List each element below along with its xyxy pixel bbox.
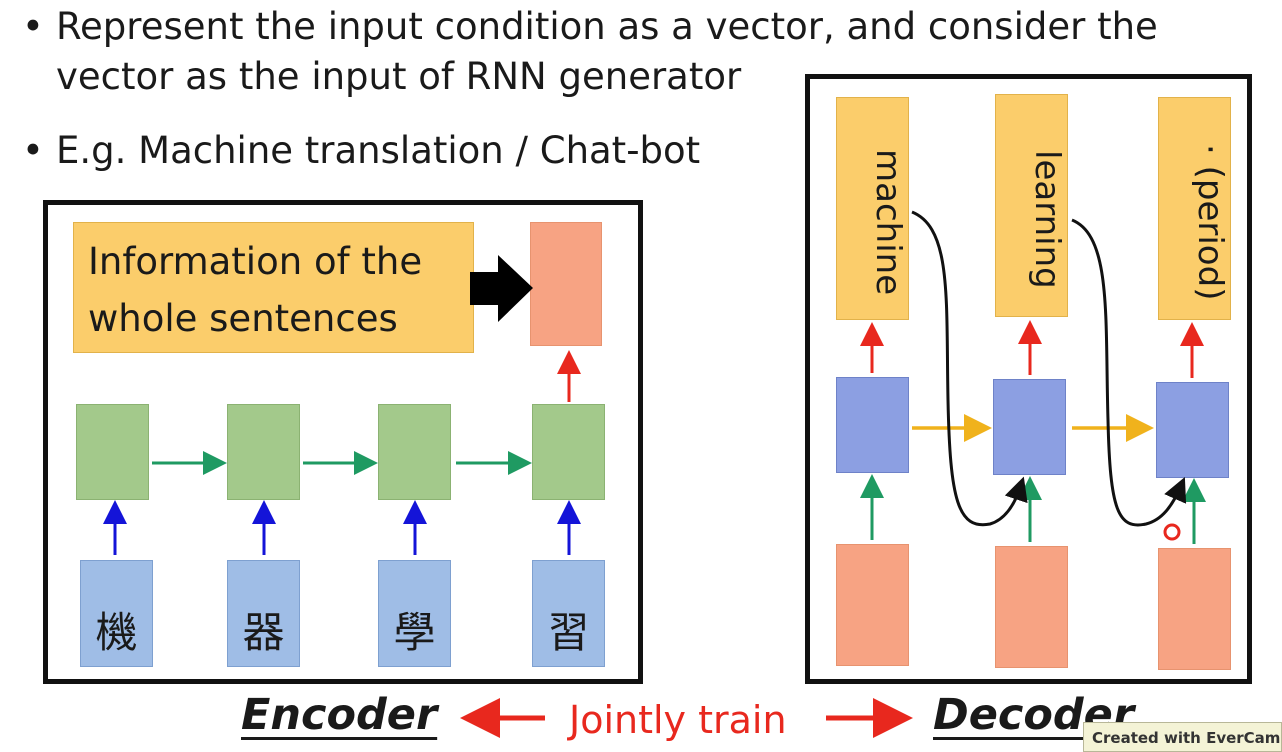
encoder-hidden-2: [227, 404, 300, 500]
decoder-hidden-1: [836, 377, 909, 473]
encoder-label: Encoder: [241, 690, 438, 740]
bullet-2: • E.g. Machine translation / Chat-bot: [22, 126, 701, 176]
block-arrow: [470, 255, 533, 322]
encoded-vector: [530, 222, 602, 346]
bullet-1: • Represent the input condition as a vec…: [22, 2, 1158, 102]
encoder-input-1: 機: [80, 560, 153, 667]
feedback-curve-1: [911, 210, 1028, 527]
decoder-output-2: learning: [995, 94, 1068, 317]
bullet-2-line-1: E.g. Machine translation / Chat-bot: [56, 129, 701, 172]
encoder-hidden-3: [378, 404, 451, 500]
watermark: Created with EverCam: [1083, 722, 1282, 752]
encoder-input-2: 器: [227, 560, 300, 667]
bullet-1-line-2: vector as the input of RNN generator: [56, 55, 742, 98]
cursor-marker: [1163, 523, 1181, 541]
decoder-hidden-2: [993, 379, 1066, 475]
bullet-1-line-1: Represent the input condition as a vecto…: [56, 5, 1158, 48]
info-line-1: Information of the: [88, 240, 423, 283]
encoder-hidden-4: [532, 404, 605, 500]
jointly-train-text: Jointly train: [569, 698, 787, 742]
bullet-dot: •: [22, 5, 44, 48]
decoder-input-2: [995, 546, 1068, 668]
encoder-input-4: 習: [532, 560, 605, 667]
decoder-input-3: [1158, 548, 1231, 670]
decoder-hidden-3: [1156, 382, 1229, 478]
decoder-output-1: machine: [836, 97, 909, 320]
feedback-curve-2: [1071, 218, 1187, 527]
decoder-output-3: · (period): [1158, 97, 1231, 320]
encoder-input-3: 學: [378, 560, 451, 667]
info-line-2: whole sentences: [88, 297, 398, 340]
sentence-info-box: Information of the whole sentences: [73, 222, 474, 353]
encoder-hidden-1: [76, 404, 149, 500]
decoder-input-1: [836, 544, 909, 666]
bullet-dot: •: [22, 129, 44, 172]
